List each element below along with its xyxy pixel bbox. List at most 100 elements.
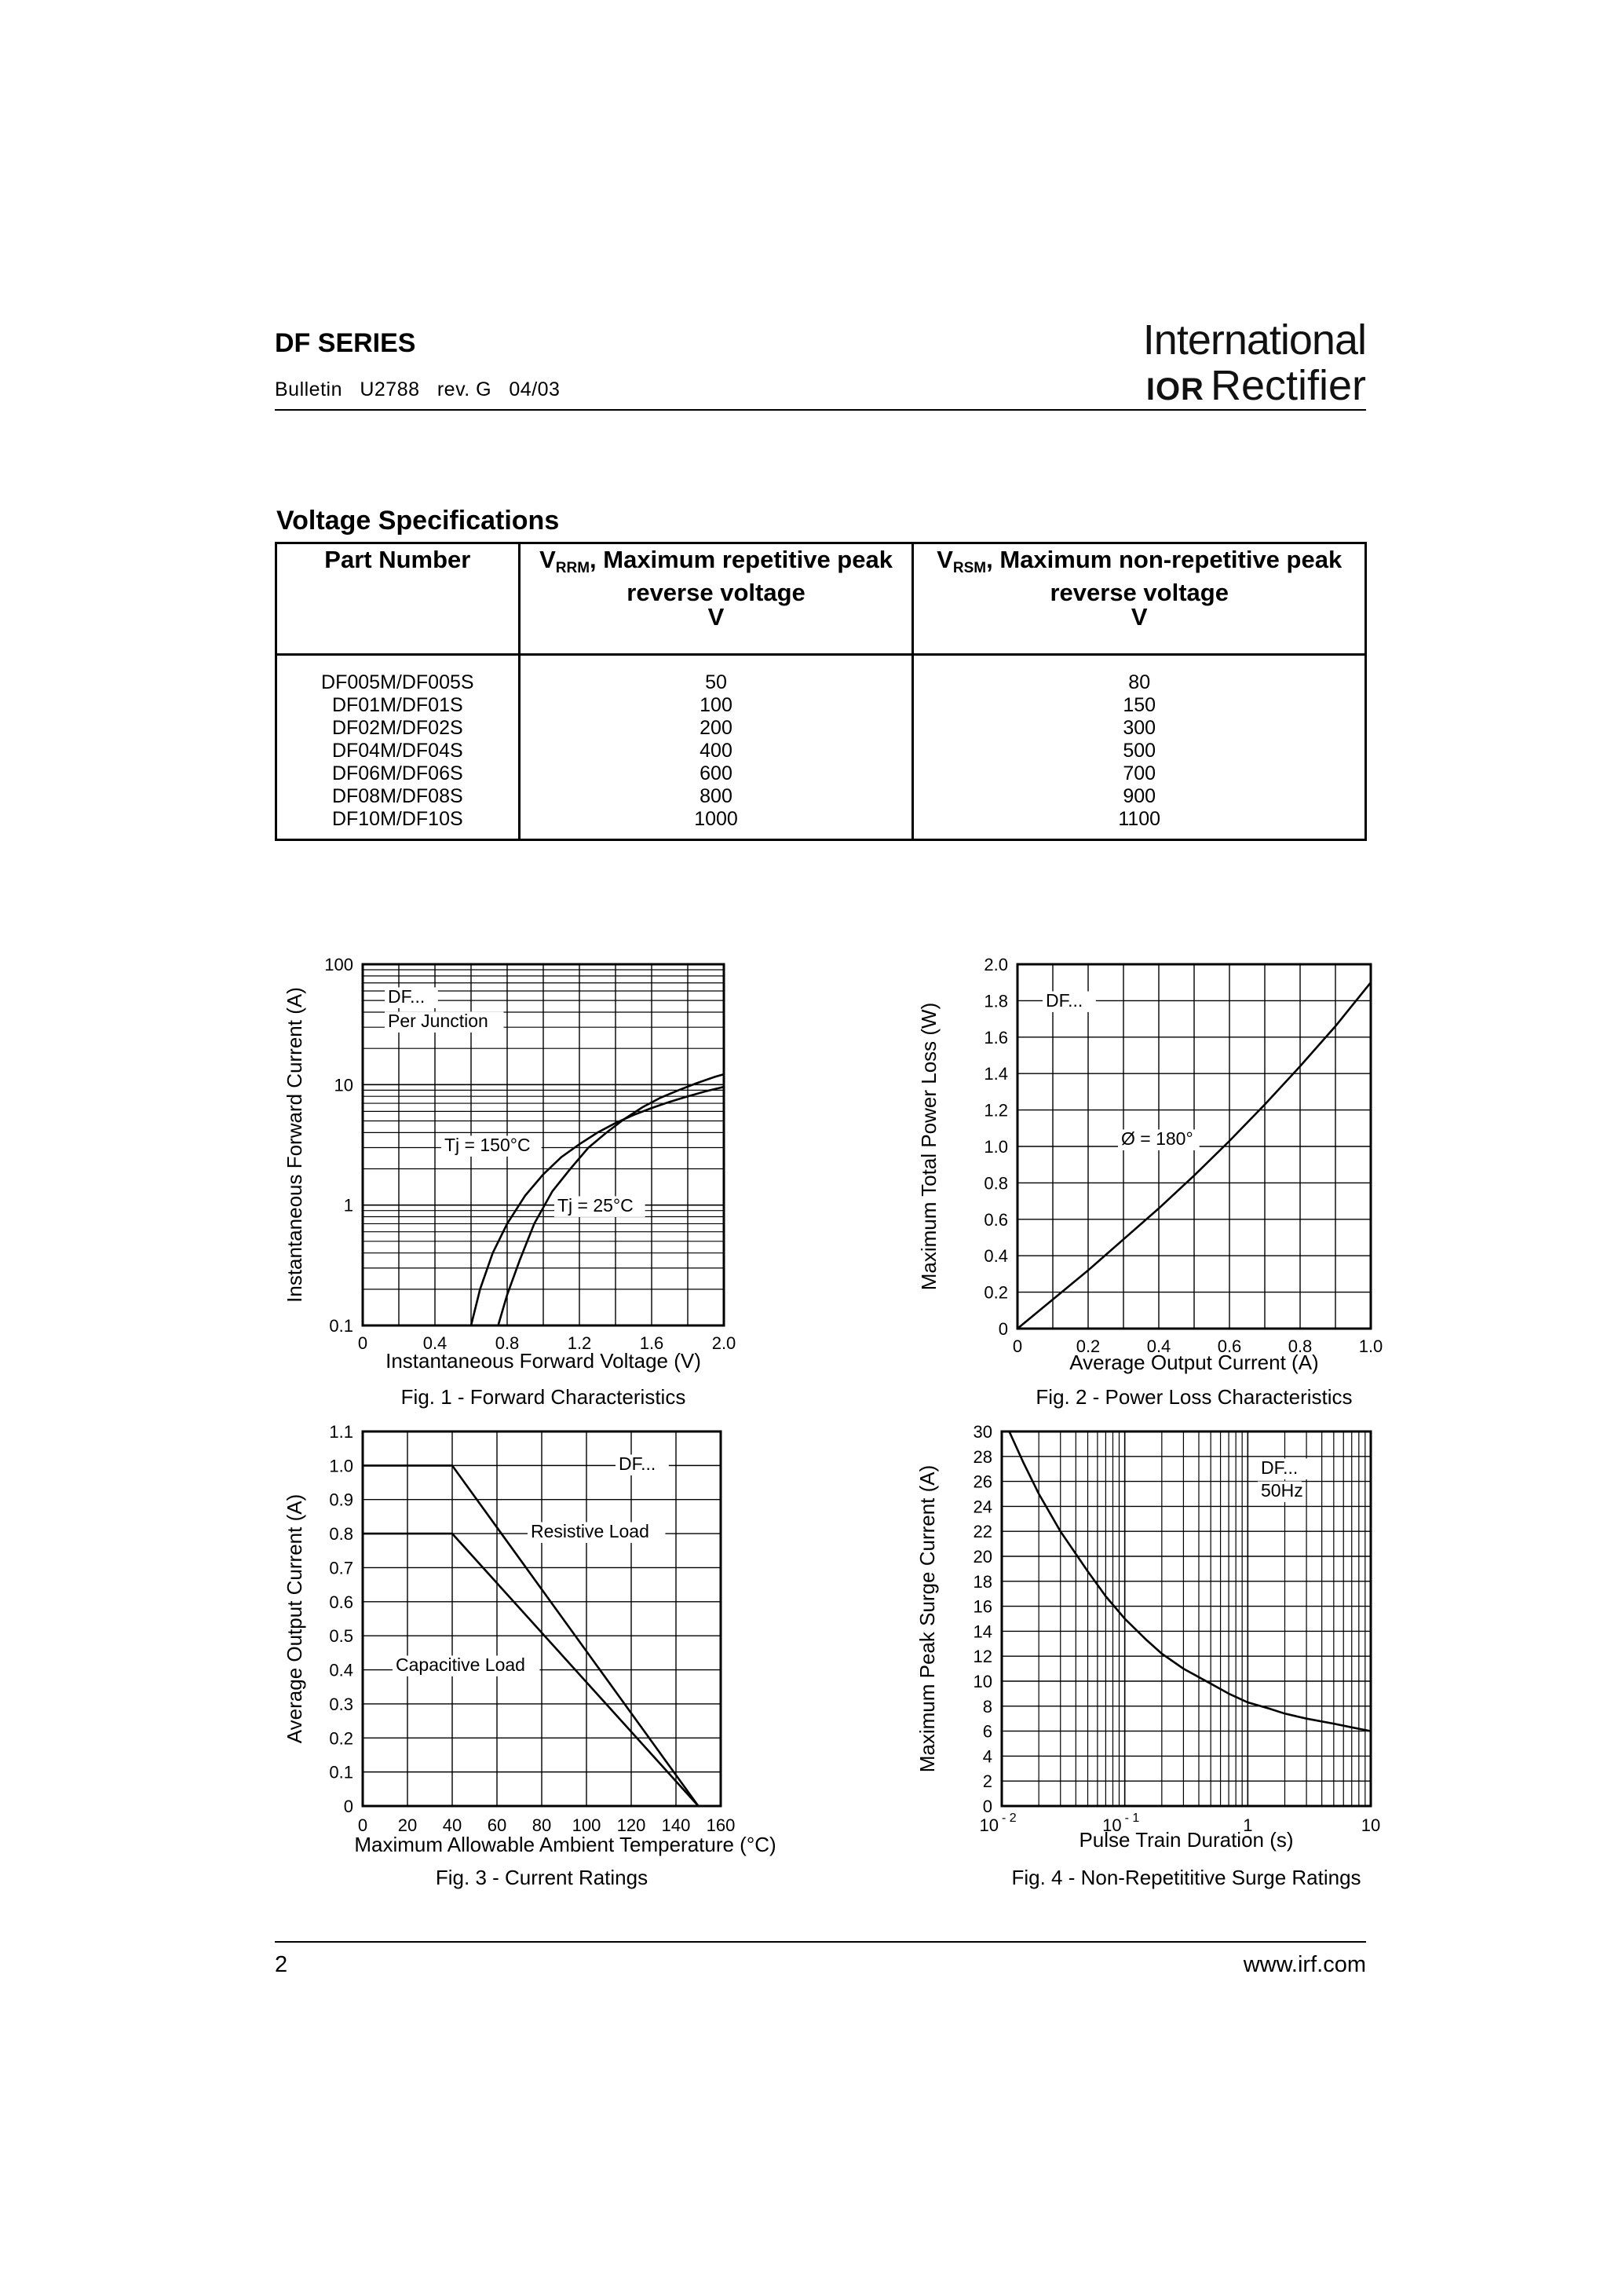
x-tick-label: 0 <box>358 1333 367 1353</box>
y-tick-label: 6 <box>983 1722 992 1742</box>
y-tick-label: 0.1 <box>329 1763 353 1782</box>
x-axis-label: Pulse Train Duration (s) <box>1079 1828 1293 1852</box>
y-tick-label: 1.0 <box>984 1137 1008 1157</box>
label-bg <box>554 1196 645 1217</box>
col3-subscript: RSM <box>952 560 987 576</box>
x-axis-label: Instantaneous Forward Voltage (V) <box>385 1349 701 1373</box>
col-header-part-number: Part Number <box>275 542 521 656</box>
y-tick-label: 0.7 <box>329 1558 353 1578</box>
col-header-vrsm: VRSM, Maximum non-repetitive peak revers… <box>911 542 1367 656</box>
table-cell-vrrm: 100 <box>700 694 732 716</box>
logo-ior-mark: IOR <box>1145 372 1204 407</box>
annotation-df: DF... <box>1261 1457 1298 1478</box>
plot-frame <box>1016 963 1372 1330</box>
label-bg <box>1118 1129 1200 1150</box>
voltage-spec-title: Voltage Specifications <box>276 506 560 536</box>
col2-subscript: RRM <box>555 560 590 576</box>
figure-caption: Fig. 2 - Power Loss Characteristics <box>1036 1385 1352 1409</box>
y-tick-label: 1 <box>344 1196 353 1216</box>
x-tick-label: 10 <box>1361 1815 1380 1835</box>
page-number: 2 <box>275 1952 288 1977</box>
label-bg <box>528 1522 666 1543</box>
y-tick-label: 1.2 <box>984 1101 1008 1121</box>
y-tick-label: 1.1 <box>329 1422 353 1442</box>
y-tick-label: 0.6 <box>984 1210 1008 1230</box>
x-tick-label: 1 <box>1243 1815 1252 1835</box>
figure-caption: Fig. 4 - Non-Repetititive Surge Ratings <box>1011 1866 1361 1889</box>
table-cell-vrsm: 300 <box>1123 717 1156 739</box>
fig2-power-loss: DF...Ø = 180°00.20.40.60.81.01.21.41.61.… <box>917 955 1383 1409</box>
x-tick-label: 1.0 <box>1359 1336 1383 1356</box>
annotation-phi: Ø = 180° <box>1121 1128 1193 1149</box>
annotation-resistive: Resistive Load <box>531 1521 649 1541</box>
annotation-per-junction: Per Junction <box>388 1011 488 1031</box>
voltage-spec-table: Part Number VRRM, Maximum repetitive pea… <box>275 542 1367 841</box>
table-cell-vrsm: 1100 <box>1118 808 1161 830</box>
table-cell-vrrm: 50 <box>705 671 727 693</box>
logo-international: International <box>1142 316 1367 364</box>
plot-frame <box>361 963 725 1327</box>
x-tick-exponent: - 1 <box>1125 1812 1140 1825</box>
header-rule <box>275 409 1366 411</box>
col-header-vrrm: VRRM, Maximum repetitive peak reverse vo… <box>517 542 915 656</box>
series-line-0 <box>1017 982 1372 1330</box>
y-axis-label: Maximum Total Power Loss (W) <box>917 1003 941 1291</box>
table-cell-vrsm: 900 <box>1123 785 1156 807</box>
series-line-1 <box>363 1532 700 1807</box>
bulletin-line: Bulletin U2788 rev. G 04/03 <box>275 378 561 400</box>
y-tick-label: 1.6 <box>984 1028 1008 1047</box>
x-tick-label: 20 <box>398 1815 417 1835</box>
series-line-0 <box>1008 1431 1372 1732</box>
y-tick-label: 0 <box>999 1319 1008 1339</box>
table-cell-part: DF10M/DF10S <box>331 808 463 830</box>
label-bg <box>385 987 438 1008</box>
y-tick-label: 0.9 <box>329 1490 353 1510</box>
x-tick-label: 160 <box>707 1815 736 1835</box>
logo-rectifier-text: Rectifier <box>1210 362 1366 409</box>
x-tick-label: 0.4 <box>1147 1336 1171 1356</box>
y-tick-label: 30 <box>974 1422 992 1442</box>
x-tick-label: 10 <box>980 1815 999 1835</box>
y-tick-label: 2 <box>983 1771 992 1791</box>
annotation-tj25: Tj = 25°C <box>557 1195 634 1216</box>
annotation-df: DF... <box>388 986 425 1007</box>
y-tick-label: 0.2 <box>329 1728 353 1748</box>
x-tick-label: 0 <box>358 1815 367 1835</box>
x-tick-label: 0.4 <box>423 1333 448 1353</box>
y-tick-label: 0.2 <box>984 1283 1008 1303</box>
label-bg <box>1258 1458 1311 1479</box>
table-cell-vrrm: 200 <box>700 717 732 739</box>
y-tick-label: 10 <box>334 1075 353 1095</box>
series-line-0 <box>363 1464 700 1807</box>
y-tick-label: 0.8 <box>329 1524 353 1544</box>
x-axis-label: Maximum Allowable Ambient Temperature (°… <box>354 1833 776 1856</box>
y-tick-label: 4 <box>983 1746 992 1766</box>
x-tick-label: 2.0 <box>712 1333 736 1353</box>
label-bg <box>1043 991 1096 1012</box>
table-cell-vrrm: 800 <box>700 785 732 807</box>
table-cell-part: DF01M/DF01S <box>331 694 463 716</box>
x-tick-label: 1.2 <box>568 1333 592 1353</box>
y-tick-label: 1.8 <box>984 991 1008 1011</box>
col3-label: , Maximum non-repetitive peak reverse vo… <box>986 546 1343 606</box>
figure-caption: Fig. 3 - Current Ratings <box>436 1866 648 1889</box>
y-tick-label: 24 <box>974 1497 992 1516</box>
y-tick-label: 10 <box>974 1672 992 1691</box>
x-tick-label: 0 <box>1013 1336 1022 1356</box>
table-cell-vrrm: 600 <box>700 762 732 784</box>
y-tick-label: 8 <box>983 1697 992 1717</box>
x-tick-label: 10 <box>1102 1815 1121 1835</box>
y-tick-label: 20 <box>974 1547 992 1567</box>
x-tick-label: 140 <box>662 1815 691 1835</box>
label-bg <box>393 1655 540 1676</box>
y-tick-label: 0.3 <box>329 1695 353 1714</box>
x-tick-label: 80 <box>532 1815 551 1835</box>
y-tick-label: 22 <box>974 1522 992 1541</box>
x-tick-label: 40 <box>443 1815 462 1835</box>
table-cell-part: DF005M/DF005S <box>321 671 474 693</box>
y-tick-label: 0.4 <box>329 1661 353 1680</box>
table-cell-part: DF06M/DF06S <box>331 762 463 784</box>
